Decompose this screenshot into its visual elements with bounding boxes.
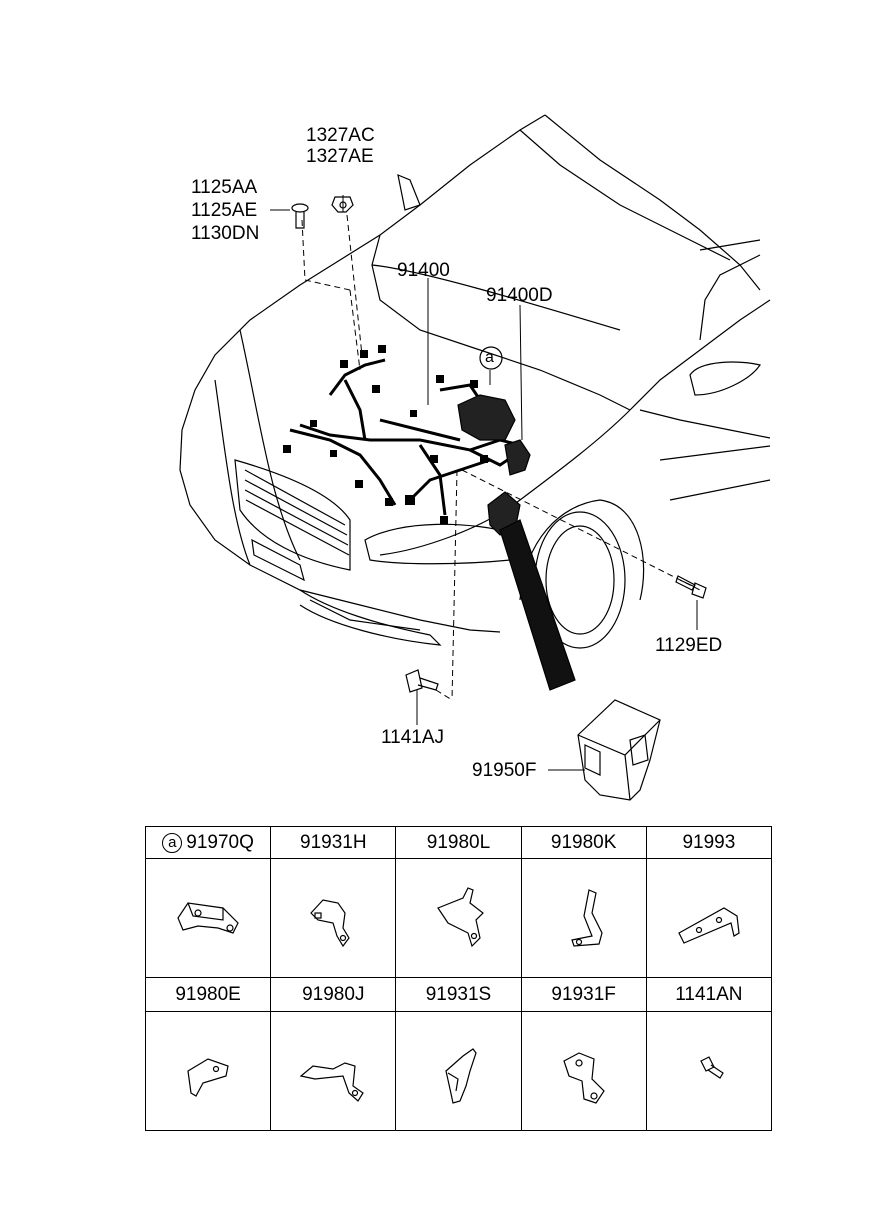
part-code-cell: 91980K bbox=[520, 826, 647, 859]
part-code-cell: 91931S bbox=[395, 977, 522, 1012]
parts-table-image-row-1 bbox=[144, 858, 773, 978]
part-code: 91980E bbox=[175, 983, 241, 1005]
callout-1130DN: 1130DN bbox=[191, 223, 260, 244]
callout-1125AA: 1125AA bbox=[191, 177, 258, 198]
part-code: 1141AN bbox=[675, 983, 743, 1005]
bracket-91931F-icon bbox=[562, 1052, 605, 1104]
part-image-cell bbox=[144, 858, 272, 978]
part-image-cell bbox=[144, 1011, 272, 1131]
part-code: 91980L bbox=[426, 831, 491, 853]
nut-1327AC-icon bbox=[331, 196, 354, 213]
bracket-91980E-icon bbox=[187, 1058, 229, 1097]
part-image-cell bbox=[520, 858, 647, 978]
parts-table-image-row-2 bbox=[144, 1011, 773, 1131]
part-image-cell bbox=[270, 1011, 397, 1131]
bolt-1141AN-icon bbox=[700, 1056, 724, 1079]
callout-a-circle bbox=[479, 346, 503, 370]
callout-1129ED: 1129ED bbox=[655, 635, 723, 656]
part-code: 91970Q bbox=[186, 831, 254, 853]
leader-lines bbox=[270, 195, 701, 771]
callout-1327AE: 1327AE bbox=[306, 146, 374, 167]
callout-a: a bbox=[485, 349, 494, 366]
connector-block bbox=[504, 439, 531, 476]
part-code-cell: 91993 bbox=[645, 826, 773, 859]
callout-1141AJ: 1141AJ bbox=[381, 727, 445, 748]
part-code-cell: 91931H bbox=[270, 826, 397, 859]
harness-connectors bbox=[283, 345, 488, 524]
part-code-cell: 91980J bbox=[270, 977, 397, 1012]
bracket-91993-icon bbox=[678, 907, 740, 944]
part-image-cell bbox=[395, 858, 522, 978]
harness-cable-band bbox=[499, 519, 576, 691]
part-code-cell: 91931F bbox=[520, 977, 647, 1012]
callout-1327AC: 1327AC bbox=[306, 125, 375, 146]
bracket-91980J-icon bbox=[299, 1062, 365, 1102]
bracket-91980L-icon bbox=[437, 887, 485, 948]
part-code: 91980K bbox=[550, 831, 617, 853]
part-code-cell: 91980L bbox=[395, 826, 522, 859]
callout-1125AE: 1125AE bbox=[191, 200, 258, 221]
part-image-cell bbox=[645, 858, 773, 978]
part-code-cell: 1141AN bbox=[645, 977, 773, 1012]
callout-91950F: 91950F bbox=[472, 760, 537, 781]
part-code: 91931S bbox=[425, 983, 492, 1005]
part-code: 91931F bbox=[551, 983, 616, 1005]
relay-box-91950F bbox=[577, 699, 661, 801]
part-code: 91931H bbox=[300, 831, 367, 853]
part-code: 91980J bbox=[302, 983, 365, 1005]
wiring-harness-diagram bbox=[179, 114, 771, 801]
bolt-1141AJ-icon bbox=[405, 669, 439, 693]
bracket-91931S-icon bbox=[445, 1048, 478, 1104]
part-image-cell bbox=[520, 1011, 647, 1131]
bolt-1125AE-icon bbox=[291, 203, 309, 229]
part-code-cell: 91980E bbox=[144, 977, 272, 1012]
part-code: 91993 bbox=[682, 831, 736, 853]
bracket-91970Q-icon bbox=[177, 902, 239, 934]
marker-a: a bbox=[162, 832, 183, 853]
car-outline bbox=[179, 114, 771, 649]
harness-91400 bbox=[289, 358, 521, 516]
bolt-1129ED-icon bbox=[675, 575, 707, 599]
bracket-91931H-icon bbox=[310, 899, 351, 948]
callout-91400: 91400 bbox=[397, 260, 450, 281]
part-image-cell bbox=[270, 858, 397, 978]
part-image-cell bbox=[645, 1011, 773, 1131]
bracket-91980K-icon bbox=[570, 889, 603, 947]
parts-table-header-row-2: 91980E 91980J 91931S 91931F 1141AN bbox=[144, 977, 773, 1012]
callout-91400D: 91400D bbox=[486, 285, 553, 306]
part-image-cell bbox=[395, 1011, 522, 1131]
fuse-box-91400D bbox=[457, 394, 516, 441]
